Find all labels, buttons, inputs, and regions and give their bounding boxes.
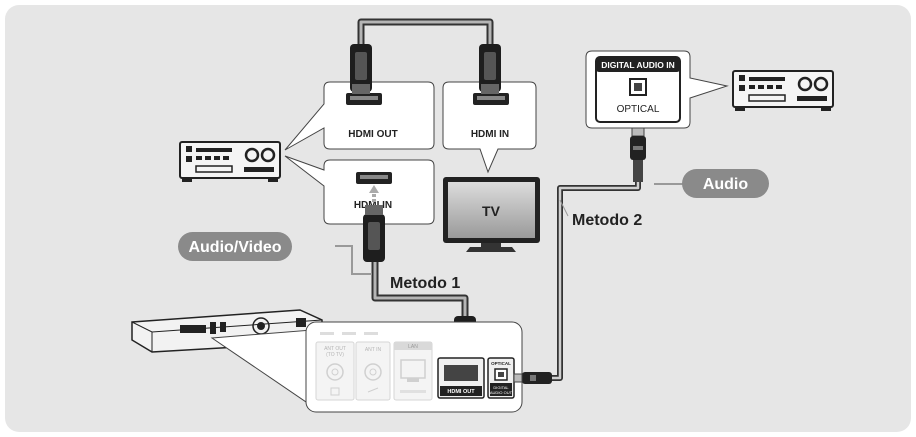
hdmi-port-icon	[473, 93, 509, 105]
ant-in-port: ANT IN	[355, 341, 391, 401]
audio-video-pill-leader	[335, 245, 372, 275]
audio-pill: Audio	[682, 169, 769, 198]
ant-out-port: ANT OUT (TO TV)	[315, 341, 355, 401]
player-digital-label: DIGITAL	[493, 385, 509, 390]
audio-video-pill-label: Audio/Video	[188, 239, 281, 256]
hdmi-port-icon	[346, 93, 382, 105]
receiver-hdmi-out-callout: HDMI OUT	[284, 81, 435, 151]
av-receiver-icon	[179, 141, 281, 182]
audio-video-pill: Audio/Video	[178, 232, 292, 261]
player-audio-out-label: AUDIO OUT	[490, 390, 513, 395]
tv-icon: TV	[443, 177, 540, 252]
tv-label: TV	[482, 203, 501, 219]
hdmi-port-icon	[356, 172, 392, 184]
cables	[357, 18, 641, 381]
method-2-label: Metodo 2	[572, 212, 642, 229]
audio-pill-label: Audio	[703, 176, 749, 193]
hdmi-plug-tv-in	[479, 44, 501, 94]
ant-out-sublabel: (TO TV)	[326, 352, 344, 358]
optical-port-icon	[629, 78, 647, 96]
ant-in-label: ANT IN	[365, 347, 382, 353]
tv-hdmi-in-callout: HDMI IN	[442, 81, 537, 174]
lan-label: LAN	[408, 344, 418, 350]
av-receiver-icon	[732, 70, 834, 111]
player-rear-panel: ANT OUT (TO TV) ANT IN LAN	[305, 321, 523, 413]
ant-out-label: ANT OUT	[324, 346, 346, 352]
digital-audio-in-label: DIGITAL AUDIO IN	[601, 60, 675, 70]
optical-plug-player	[513, 372, 552, 384]
method-1-label: Metodo 1	[390, 275, 460, 292]
player-hdmi-out-label: HDMI OUT	[447, 389, 475, 395]
player-optical-label: OPTICAL	[491, 361, 511, 366]
optical-plug-receiver	[630, 127, 646, 182]
receiver-hdmi-out-label: HDMI OUT	[348, 129, 397, 140]
player-hdmi-out-port: HDMI OUT	[437, 357, 485, 399]
hdmi-plug-receiver-in	[363, 205, 385, 262]
optical-input-label: OPTICAL	[617, 104, 660, 115]
digital-audio-in-callout: DIGITAL AUDIO IN OPTICAL	[585, 50, 729, 129]
player-digital-audio-out-port: OPTICAL DIGITAL AUDIO OUT	[487, 357, 515, 399]
method-2-leader	[559, 199, 569, 217]
insert-arrow-icon	[369, 185, 379, 202]
lan-port: LAN	[393, 341, 433, 401]
hdmi-plug-receiver-out	[350, 44, 372, 94]
tv-hdmi-in-label: HDMI IN	[471, 129, 509, 140]
